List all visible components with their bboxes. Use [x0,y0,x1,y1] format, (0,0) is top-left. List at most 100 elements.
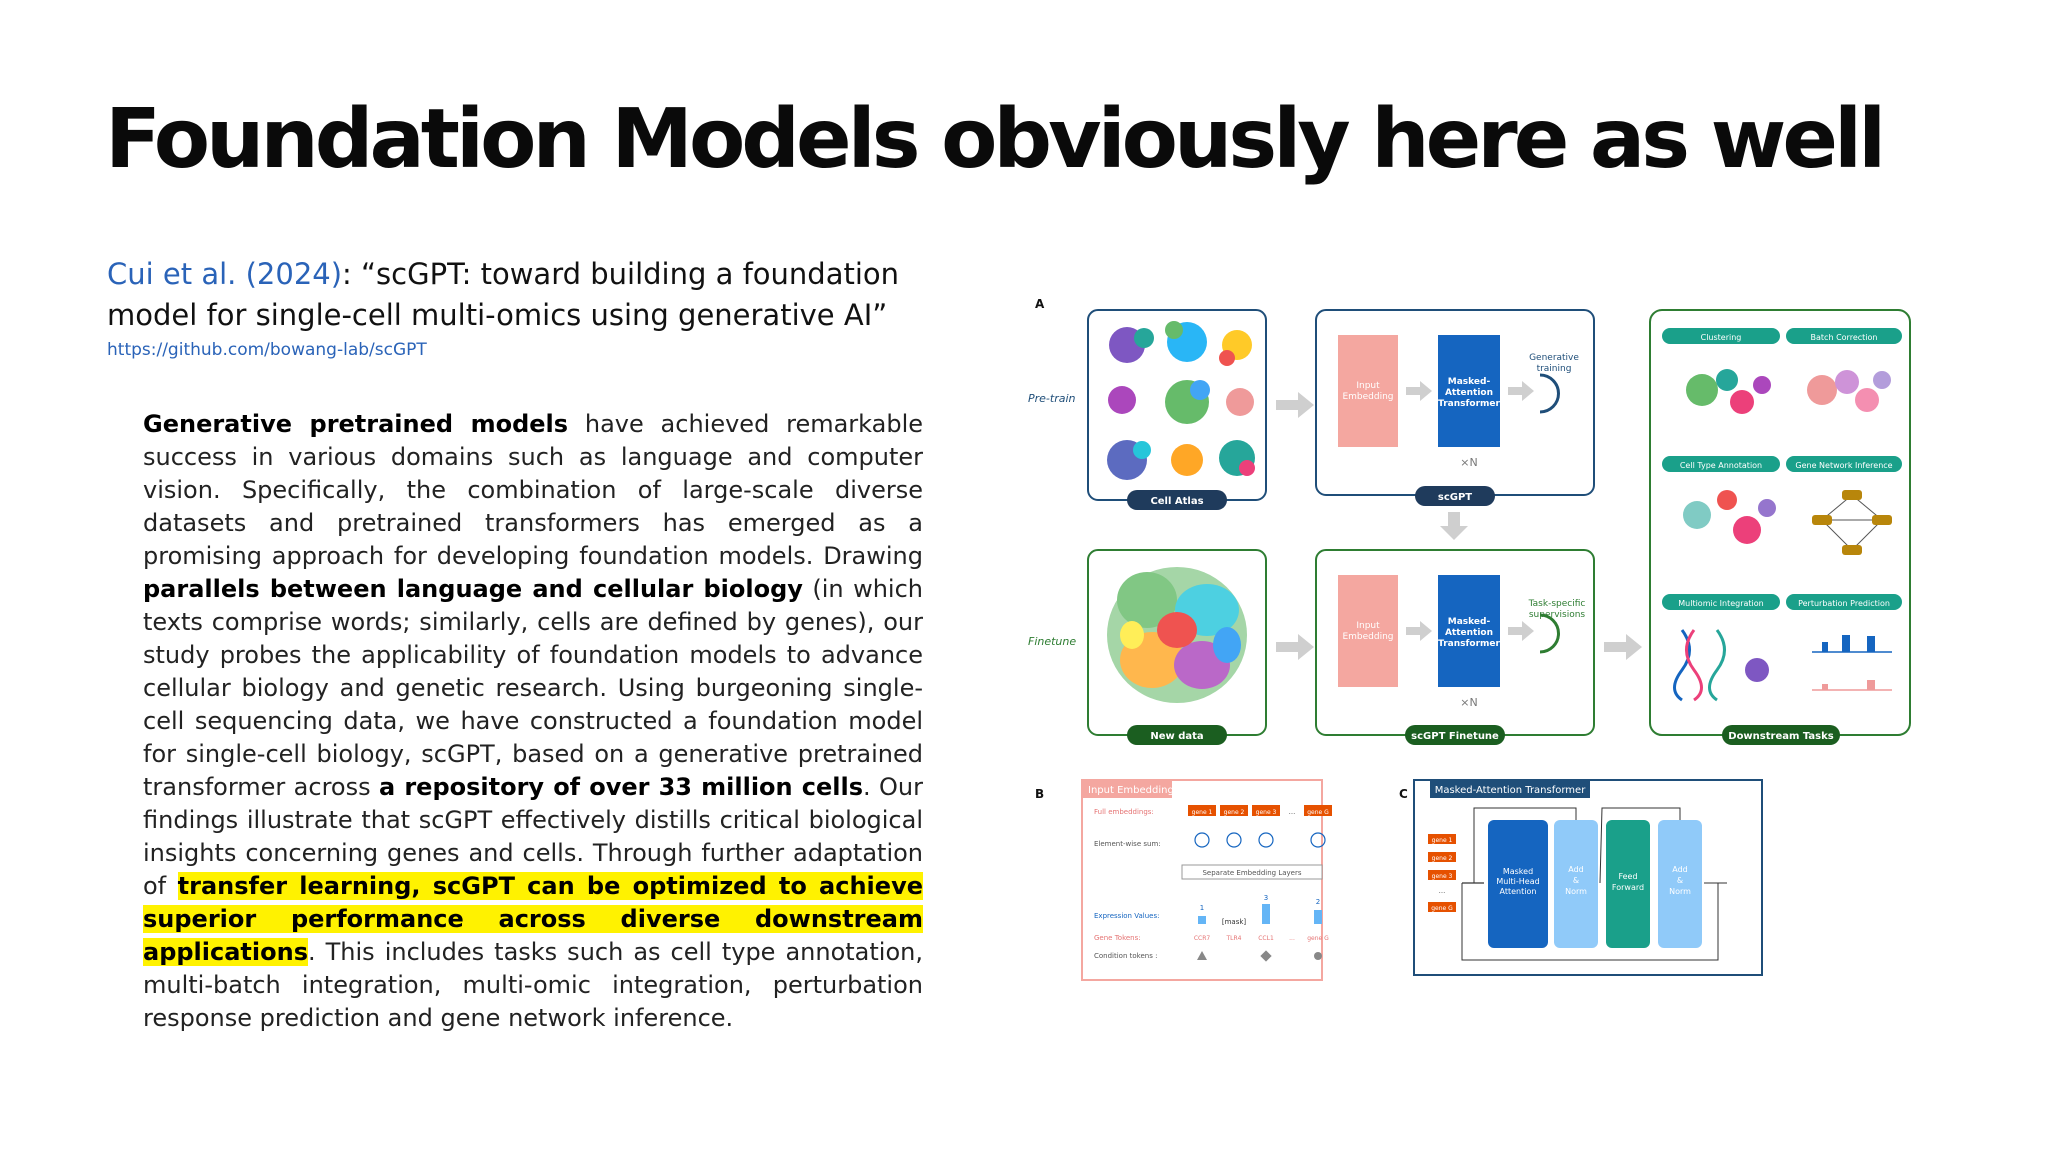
element-wise-sum-label: Element-wise sum: [1094,840,1161,848]
perturbation-thumbnail [1812,635,1892,691]
transformer-panel-tab [1430,780,1590,798]
finetune-input-embedding-block [1338,575,1398,687]
finetune-transformer-block [1438,575,1500,687]
finetune-transformer-text-2: Attention [1445,628,1493,638]
mha-text-3: Attention [1500,887,1537,896]
scgpt-figure: A Pre-train Finetune Cell Atlas Input Em… [1022,290,1922,1010]
svg-text:gene 3: gene 3 [1432,873,1453,880]
xn-label-2: ×N [1460,696,1477,709]
full-embeddings-label: Full embeddings: [1094,808,1154,816]
add-norm-2-text-2: & [1677,876,1683,885]
clustering-thumbnail [1686,369,1771,414]
add-norm-1-text-1: Add [1568,865,1584,874]
generative-text-1: Generative [1529,353,1579,363]
slide-title: Foundation Models obviously here as well [105,92,1886,187]
task-pill-4 [1786,456,1902,472]
task-loop-icon [1539,613,1560,654]
abstract-bold-1: Generative pretrained models [143,410,569,438]
mha-block [1488,820,1548,948]
task-perturbation-prediction: Perturbation Prediction [1798,599,1890,608]
svg-text:3: 3 [1264,894,1268,902]
feed-forward-text-1: Feed [1618,872,1637,881]
abstract-text-1: have achieved remarkable success in vari… [143,410,924,570]
svg-text:TLR4: TLR4 [1226,935,1242,942]
input-embedding-text-1: Input [1356,381,1380,391]
abstract-bold-2: parallels between language and cellular … [143,575,803,603]
xn-label-1: ×N [1460,456,1477,469]
svg-text:gene 2: gene 2 [1432,855,1453,862]
feed-forward-block [1606,820,1650,948]
gene-tokens-label: Gene Tokens: [1094,934,1141,942]
feed-forward-text-2: Forward [1612,883,1644,892]
task-text-2: supervisions [1529,610,1586,620]
transformer-text-2: Attention [1445,388,1493,398]
panel-c-label: C [1399,787,1408,801]
finetune-input-text-2: Embedding [1342,632,1393,642]
abstract-text-3: . Our findings illustrate that scGPT eff… [143,773,923,900]
task-cell-type-annotation: Cell Type Annotation [1680,461,1762,470]
svg-text:gene 2: gene 2 [1224,809,1245,816]
task-text-1: Task-specific [1528,599,1586,609]
svg-text:[mask]: [mask] [1222,918,1247,926]
task-gene-network-inference: Gene Network Inference [1795,461,1892,470]
svg-text:...: ... [1289,808,1296,816]
task-clustering: Clustering [1701,333,1742,342]
svg-text:gene 1: gene 1 [1192,809,1213,816]
gene-network-thumbnail [1812,490,1892,555]
panel-a-label: A [1035,297,1045,311]
gene-token-names: CCR7 TLR4 CCL1 ... gene G [1194,935,1329,942]
cell-atlas-label-pill [1127,490,1227,510]
condition-tokens-label: Condition tokens : [1094,952,1157,960]
pretrain-label: Pre-train [1028,392,1076,405]
multiomic-thumbnail [1673,629,1769,702]
input-embedding-title: Input Embedding [1088,785,1174,796]
github-link[interactable]: https://github.com/bowang-lab/scGPT [107,340,427,360]
task-pill-3 [1662,456,1780,472]
finetune-input-text-1: Input [1356,621,1380,631]
arrow-2 [1276,634,1314,660]
sum-icons [1194,832,1326,848]
add-norm-2-text-1: Add [1672,865,1688,874]
residual-connections [1461,807,1727,961]
task-pill-5 [1662,594,1780,610]
expression-values-label: Expression Values: [1094,912,1159,920]
downstream-label: Downstream Tasks [1728,731,1834,742]
citation-paper-title: “scGPT: toward building a foundation mod… [107,257,900,332]
abstract-text: Generative pretrained models have achiev… [143,408,923,1035]
annotation-thumbnail [1683,490,1776,544]
finetune-arrow-inner-2 [1508,621,1534,641]
cell-atlas-label: Cell Atlas [1150,496,1203,507]
mha-text-2: Multi-Head [1496,877,1539,886]
panel-b-label: B [1035,787,1044,801]
svg-text:2: 2 [1316,898,1320,906]
transformer-input-genes: gene 1 gene 2 gene 3 ... gene G [1428,834,1456,912]
full-embedding-genes: gene 1 gene 2 gene 3 ... gene G [1188,805,1332,816]
abstract-text-4: . This includes tasks such as cell type … [143,938,923,1032]
task-pill-2 [1786,328,1902,344]
svg-text:gene 3: gene 3 [1256,809,1277,816]
svg-text:gene G: gene G [1307,935,1329,942]
add-norm-block-1 [1554,820,1598,948]
separate-layers-label: Separate Embedding Layers [1202,869,1301,877]
svg-text:...: ... [1289,935,1295,942]
add-norm-block-2 [1658,820,1702,948]
svg-text:gene G: gene G [1431,905,1453,912]
transformer-text-3: Transformer [1438,399,1500,409]
finetune-transformer-text-1: Masked- [1448,617,1491,627]
transformer-text-1: Masked- [1448,377,1491,387]
arrow-down [1440,512,1468,540]
finetune-arrow-inner-1 [1406,621,1432,641]
svg-text:gene G: gene G [1307,809,1329,816]
task-multiomic-integration: Multiomic Integration [1678,599,1764,608]
transformer-block [1438,335,1500,447]
citation-separator: : [342,257,362,291]
separate-layers-box [1181,864,1323,880]
abstract-text-2: (in which texts comprise words; similarl… [143,575,923,801]
cell-atlas-clusters [1107,321,1255,480]
svg-text:gene 1: gene 1 [1432,837,1453,844]
scgpt-label: scGPT [1438,492,1472,503]
scgpt-label-pill [1415,486,1495,506]
mha-text-1: Masked [1503,867,1533,876]
citation-authors[interactable]: Cui et al. (2024) [107,257,343,291]
arrow-inner-2 [1508,381,1534,401]
